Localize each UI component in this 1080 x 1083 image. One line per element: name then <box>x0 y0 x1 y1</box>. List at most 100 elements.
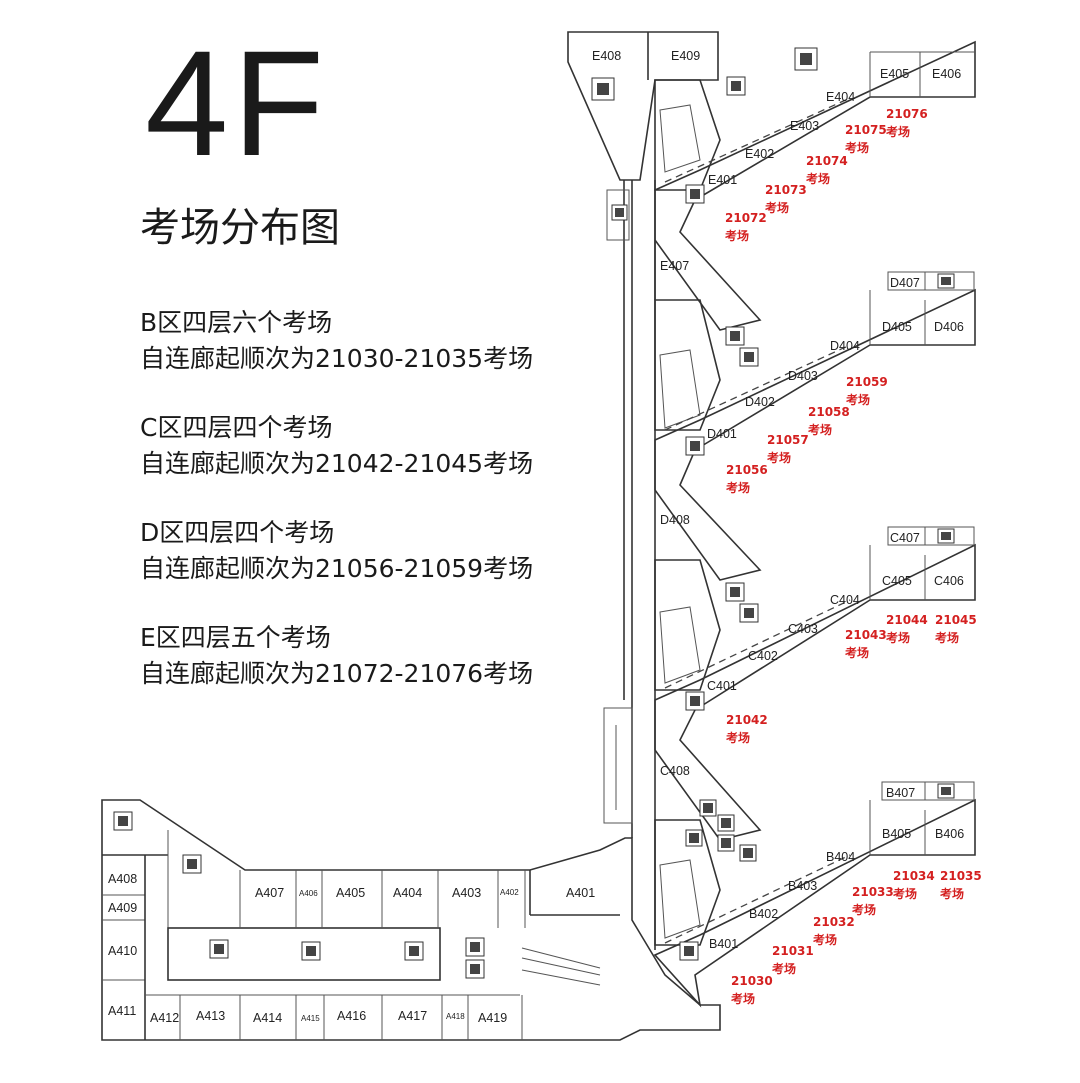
room-e403: E403 <box>790 119 819 133</box>
exam-label: 考场 <box>767 450 791 465</box>
main-corridor <box>603 180 656 950</box>
room-d402: D402 <box>745 395 775 409</box>
room-d401: D401 <box>707 427 737 441</box>
room-c406: C406 <box>934 574 964 588</box>
exam-label: 考场 <box>731 991 755 1006</box>
room-a414: A414 <box>253 1011 282 1025</box>
note-d-line2: 自连廊起顺次为21056-21059考场 <box>140 554 534 583</box>
exam-label: 考场 <box>935 630 959 645</box>
exam-label: 考场 <box>940 886 964 901</box>
exam-label: 考场 <box>808 422 832 437</box>
room-d406: D406 <box>934 320 964 334</box>
room-a418: A418 <box>446 1012 465 1021</box>
room-e407: E407 <box>660 259 689 273</box>
exam-room-21075: 21075 <box>845 123 887 137</box>
room-a406: A406 <box>299 889 318 898</box>
exam-label: 考场 <box>772 961 796 976</box>
exam-room-21045: 21045 <box>935 613 977 627</box>
room-a410: A410 <box>108 944 137 958</box>
exam-label: 考场 <box>886 124 910 139</box>
room-a411: A411 <box>108 1004 136 1018</box>
note-b-line1: B区四层六个考场 <box>140 308 333 337</box>
room-a417: A417 <box>398 1009 427 1023</box>
exam-room-21033: 21033 <box>852 885 894 899</box>
room-c403: C403 <box>788 622 818 636</box>
room-a404: A404 <box>393 886 422 900</box>
exam-room-21031: 21031 <box>772 944 814 958</box>
exam-label: 考场 <box>765 200 789 215</box>
room-a402: A402 <box>500 888 519 897</box>
room-b405: B405 <box>882 827 911 841</box>
exam-room-21035: 21035 <box>940 869 982 883</box>
exam-room-21056: 21056 <box>726 463 768 477</box>
exam-label: 考场 <box>845 140 869 155</box>
room-a405: A405 <box>336 886 365 900</box>
room-c407: C407 <box>890 531 920 545</box>
room-a413: A413 <box>196 1009 225 1023</box>
wing-d <box>654 271 976 581</box>
exam-room-21074: 21074 <box>806 154 848 168</box>
room-d407: D407 <box>890 276 920 290</box>
exam-room-21059: 21059 <box>846 375 888 389</box>
room-a407: A407 <box>255 886 284 900</box>
exam-room-21034: 21034 <box>893 869 935 883</box>
room-c405: C405 <box>882 574 912 588</box>
room-d408: D408 <box>660 513 690 527</box>
wing-a <box>101 799 721 1041</box>
room-b401: B401 <box>709 937 738 951</box>
exam-room-21044: 21044 <box>886 613 928 627</box>
exam-room-21042: 21042 <box>726 713 768 727</box>
note-b-line2: 自连廊起顺次为21030-21035考场 <box>140 344 534 373</box>
note-c-line1: C区四层四个考场 <box>140 413 333 442</box>
map-subtitle: 考场分布图 <box>140 205 340 251</box>
room-e408: E408 <box>592 49 621 63</box>
exam-room-21072: 21072 <box>725 211 767 225</box>
exam-room-21058: 21058 <box>808 405 850 419</box>
exam-room-21032: 21032 <box>813 915 855 929</box>
exam-label: 考场 <box>813 932 837 947</box>
exam-room-21030: 21030 <box>731 974 773 988</box>
note-e-line2: 自连廊起顺次为21072-21076考场 <box>140 659 534 688</box>
floor-title: 4F <box>145 19 329 187</box>
exam-room-21073: 21073 <box>765 183 807 197</box>
room-b406: B406 <box>935 827 964 841</box>
wing-b <box>653 781 976 1008</box>
room-c402: C402 <box>748 649 778 663</box>
exam-label: 考场 <box>852 902 876 917</box>
room-e406: E406 <box>932 67 961 81</box>
exam-label: 考场 <box>845 645 869 660</box>
note-d-line1: D区四层四个考场 <box>140 518 335 547</box>
room-a415: A415 <box>301 1014 320 1023</box>
room-c404: C404 <box>830 593 860 607</box>
room-e404: E404 <box>826 90 855 104</box>
exam-label: 考场 <box>726 730 750 745</box>
room-e401: E401 <box>708 173 737 187</box>
exam-room-21057: 21057 <box>767 433 809 447</box>
room-a401: A401 <box>566 886 595 900</box>
exam-label: 考场 <box>725 228 749 243</box>
room-d404: D404 <box>830 339 860 353</box>
exam-label: 考场 <box>806 171 830 186</box>
room-a419: A419 <box>478 1011 507 1025</box>
room-c408: C408 <box>660 764 690 778</box>
room-a403: A403 <box>452 886 481 900</box>
room-d405: D405 <box>882 320 912 334</box>
room-b407: B407 <box>886 786 915 800</box>
room-c401: C401 <box>707 679 737 693</box>
note-e-line1: E区四层五个考场 <box>140 623 331 652</box>
wing-c <box>654 526 976 841</box>
room-b402: B402 <box>749 907 778 921</box>
room-e409: E409 <box>671 49 700 63</box>
room-b403: B403 <box>788 879 817 893</box>
exam-label: 考场 <box>893 886 917 901</box>
exam-room-21076: 21076 <box>886 107 928 121</box>
room-a408: A408 <box>108 872 137 886</box>
room-b404: B404 <box>826 850 855 864</box>
room-a416: A416 <box>337 1009 366 1023</box>
room-d403: D403 <box>788 369 818 383</box>
exam-label: 考场 <box>846 392 870 407</box>
room-a409: A409 <box>108 901 137 915</box>
room-e402: E402 <box>745 147 774 161</box>
note-c-line2: 自连廊起顺次为21042-21045考场 <box>140 449 534 478</box>
